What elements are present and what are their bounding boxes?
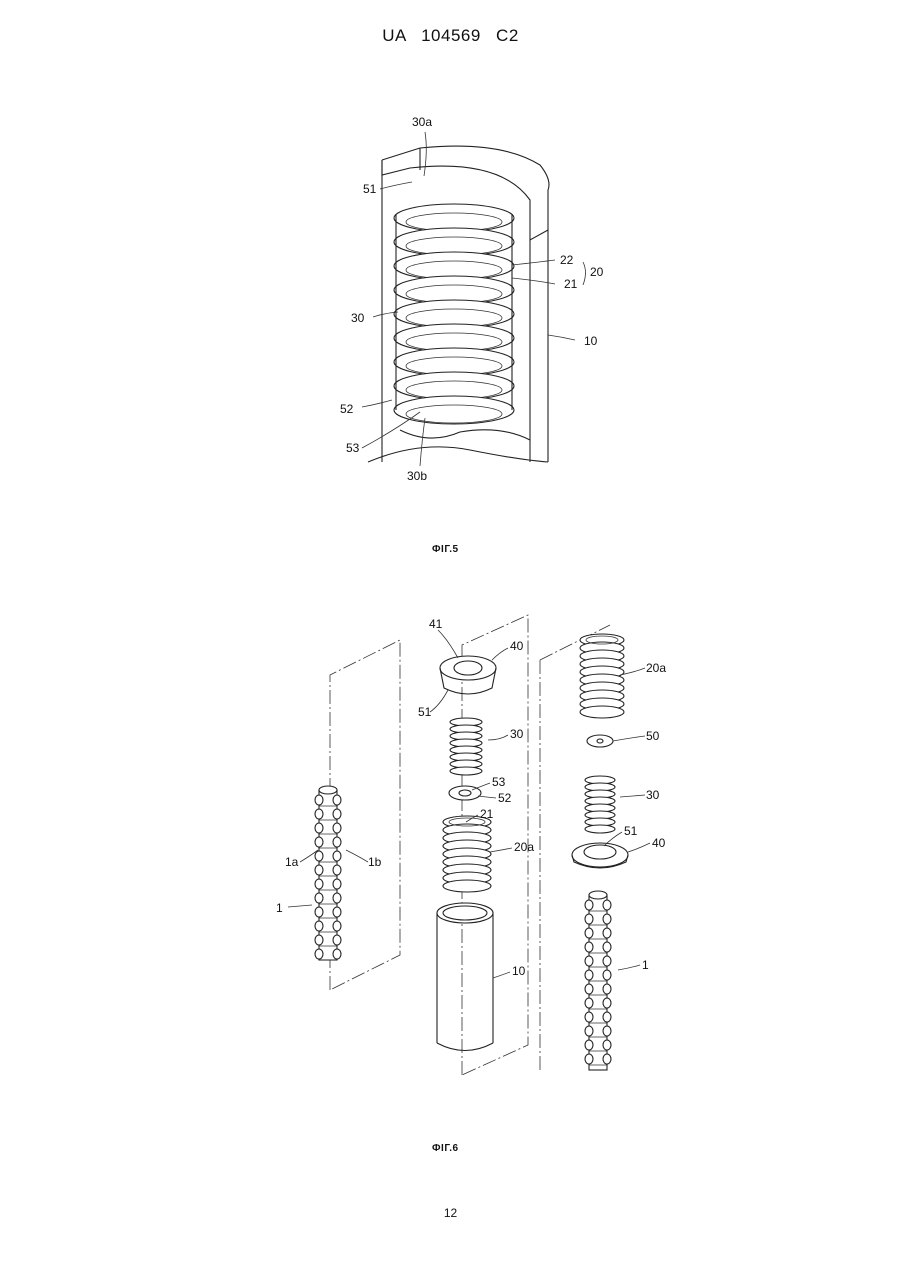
fig6-label-51: 51	[418, 705, 432, 719]
rod-knob	[603, 900, 611, 910]
spring-turn	[450, 767, 482, 775]
rod-top	[589, 891, 607, 899]
rod-knob	[333, 893, 341, 903]
fig6-label-50: 50	[646, 729, 660, 743]
fig6-label-53: 53	[492, 775, 506, 789]
rod-knob	[333, 865, 341, 875]
fig6-label-20a: 20a	[514, 840, 534, 854]
rod-knob	[603, 1040, 611, 1050]
rod-knob	[585, 914, 593, 924]
rod-knob	[603, 956, 611, 966]
fig6-label-41: 41	[429, 617, 443, 631]
rod-knob	[585, 970, 593, 980]
fig6-spring-30-center	[450, 718, 482, 775]
page-number: 12	[0, 1206, 901, 1220]
rod-knob	[585, 1054, 593, 1064]
spring-turn	[585, 825, 615, 833]
fig6-label-10: 10	[512, 964, 526, 978]
rod-knob	[333, 949, 341, 959]
fig6-spring-30-right	[585, 776, 615, 833]
fig6-cap-40-right	[572, 843, 628, 868]
rod-knob	[333, 921, 341, 931]
fig6-label-1: 1	[276, 901, 283, 915]
rod-knob	[603, 998, 611, 1008]
fig6-disc-50	[587, 735, 613, 747]
rod-knob	[333, 823, 341, 833]
fig6-sleeve-20a-center	[443, 816, 491, 892]
fig6-label-40: 40	[510, 639, 524, 653]
rod-knob	[315, 949, 323, 959]
fig6-label-21: 21	[480, 807, 494, 821]
rod-knob	[315, 865, 323, 875]
rod-knob	[585, 928, 593, 938]
rod-knob	[315, 893, 323, 903]
rod-knob	[315, 809, 323, 819]
rod-knob	[603, 970, 611, 980]
rod-knob	[315, 837, 323, 847]
rod-knob	[585, 956, 593, 966]
rod-knob	[603, 942, 611, 952]
rod-knob	[603, 1012, 611, 1022]
rod-knob	[315, 823, 323, 833]
rod-knob	[585, 1026, 593, 1036]
fig6-label-1a: 1a	[285, 855, 299, 869]
rod-top	[319, 786, 337, 794]
rod-knob	[585, 998, 593, 1008]
sleeve-ring	[580, 706, 624, 718]
rod-knob	[315, 921, 323, 931]
rod-knob	[603, 1054, 611, 1064]
figure-6-caption: ФІГ.6	[432, 1143, 459, 1154]
rod-knob	[603, 1026, 611, 1036]
rod-knob	[333, 851, 341, 861]
fig6-label-51-right: 51	[624, 824, 638, 838]
rod-knob	[603, 928, 611, 938]
fig6-label-1b: 1b	[368, 855, 382, 869]
fig6-rod-right	[585, 891, 611, 1070]
rod-knob	[333, 809, 341, 819]
fig6-label-30-right: 30	[646, 788, 660, 802]
rod-knob	[585, 984, 593, 994]
rod-knob	[585, 1040, 593, 1050]
fig6-label-52: 52	[498, 791, 512, 805]
rod-knob	[333, 837, 341, 847]
fig6-cap-40	[440, 656, 496, 694]
fig6-label-30: 30	[510, 727, 524, 741]
rod-knob	[333, 879, 341, 889]
rod-knob	[333, 907, 341, 917]
rod-knob	[333, 795, 341, 805]
rod-knob	[315, 935, 323, 945]
rod-knob	[585, 900, 593, 910]
fig6-sleeve-20a-right	[580, 634, 624, 718]
rod-knob	[315, 851, 323, 861]
rod-knob	[315, 907, 323, 917]
rod-knob	[585, 942, 593, 952]
fig6-cylinder-10	[437, 903, 493, 1051]
fig6-label-40-right: 40	[652, 836, 666, 850]
sleeve-ring	[443, 880, 491, 892]
rod-knob	[315, 795, 323, 805]
rod-knob	[333, 935, 341, 945]
rod-knob	[603, 914, 611, 924]
rod-knob	[585, 1012, 593, 1022]
rod-knob	[603, 984, 611, 994]
rod-knob	[315, 879, 323, 889]
fig6-label-1-right: 1	[642, 958, 649, 972]
fig6-rod-left	[315, 786, 341, 960]
fig6-label-20a-right: 20a	[646, 661, 666, 675]
